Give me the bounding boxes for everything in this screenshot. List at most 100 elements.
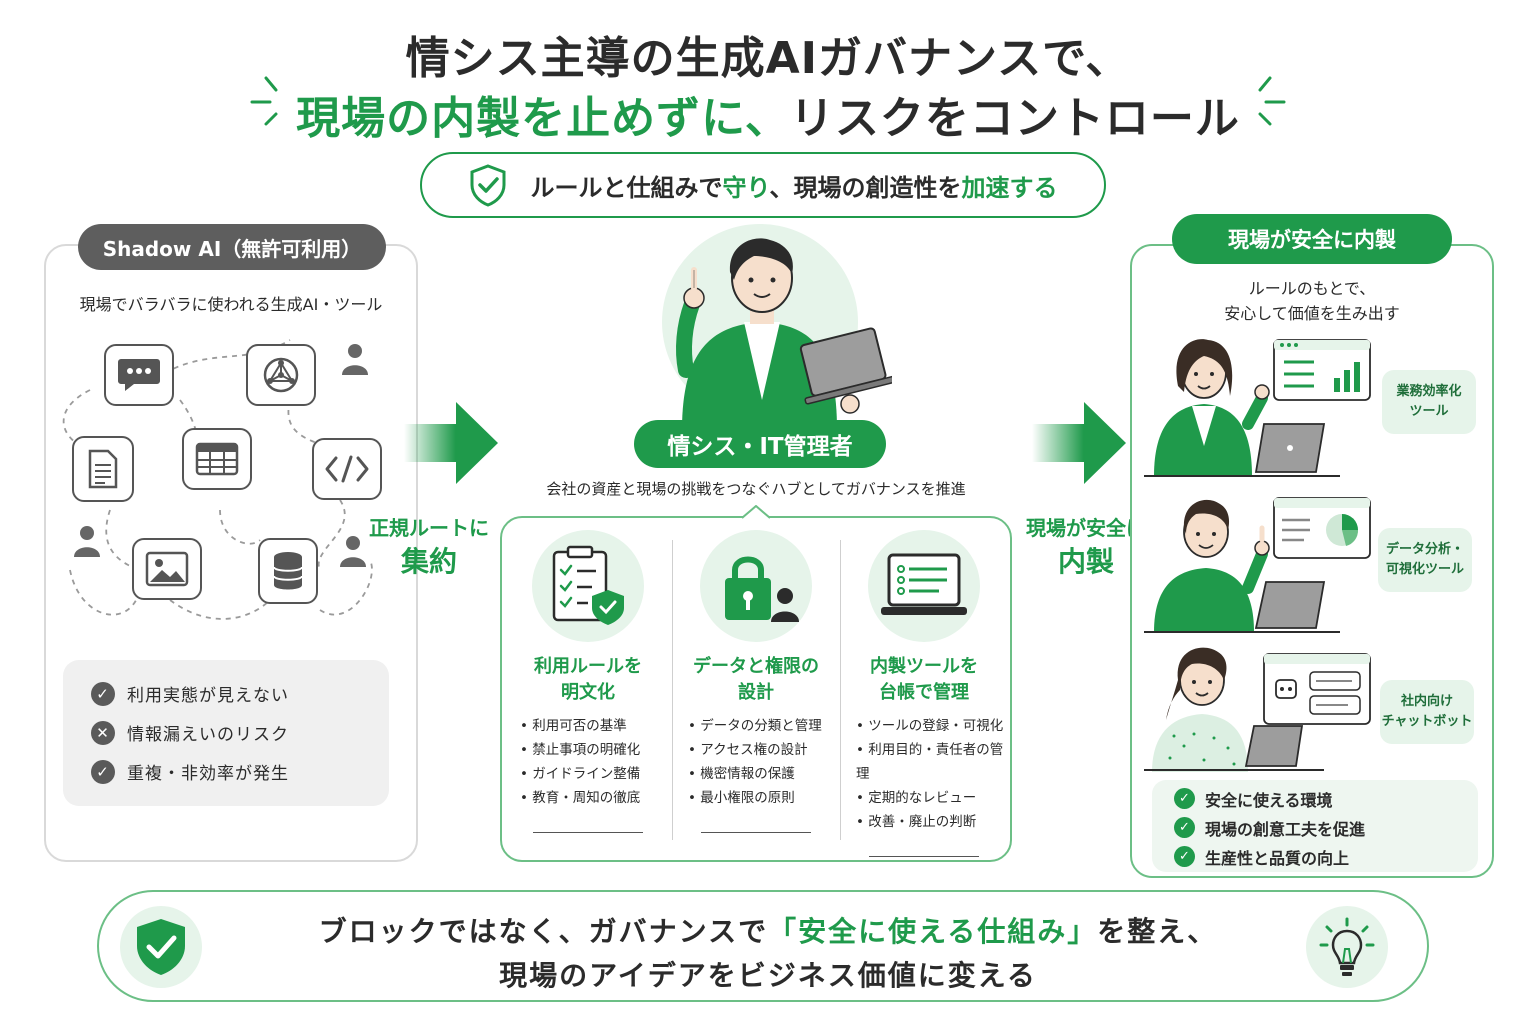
check-circle-icon: ✓ (91, 681, 115, 706)
title-line2-accent: 現場の内製を止めずに、 (296, 93, 790, 144)
data-item: 機密情報の保護 (688, 762, 840, 786)
subtitle-part2: 、現場の創造性を (769, 173, 962, 202)
arrow-right-label2: 内製 (1057, 545, 1114, 578)
registry-title1: 内製ツールを (870, 656, 978, 677)
it-admin-tag: 情シス・IT管理者 (634, 420, 886, 468)
user-icon (74, 526, 100, 557)
issues-list: ✓ 利用実態が見えない ✕ 情報漏えいのリスク ✓ 重複・非効率が発生 (63, 660, 389, 806)
document-tool-icon (72, 436, 134, 502)
rules-item: ガイドライン整備 (520, 762, 672, 786)
rules-item: 利用可否の基準 (520, 714, 672, 738)
benefit-item: ✓ 生産性と品質の向上 (1152, 841, 1478, 870)
bottom-banner (97, 890, 1429, 1002)
issue-item: ✓ 重複・非効率が発生 (63, 752, 389, 791)
data-item: データの分類と管理 (688, 714, 840, 738)
bottom-line1-accent: 「安全に使える仕組み」 (768, 915, 1098, 948)
benefit-item: ✓現場の創意工夫を促進 (1152, 812, 1478, 841)
bottom-line2: 現場のアイデアをビジネス価値に変える (499, 959, 1037, 992)
title-line2: 現場の内製を止めずに、リスクをコントロール (0, 82, 1536, 146)
bubble-line2: ツール (1409, 404, 1449, 419)
subtitle-accent2: 加速する (961, 173, 1058, 202)
chatbot-tool-bubble: 社内向けチャットボット (1380, 680, 1474, 744)
rules-item: 禁止事項の明確化 (520, 738, 672, 762)
check-circle-icon: ✓ (1174, 788, 1195, 809)
benefit-item: ✓安全に使える環境 (1152, 783, 1478, 812)
analytics-tool-bubble: データ分析・可視化ツール (1378, 528, 1472, 592)
column-divider (840, 540, 841, 840)
worker-chatbot-illustration (1144, 647, 1371, 772)
registry-item: 定期的なレビュー (856, 786, 1008, 810)
bottom-line1-part1: ブロックではなく、ガバナンスで (318, 915, 769, 948)
lightbulb-icon (1319, 917, 1375, 976)
arrow-right-icon (1032, 402, 1126, 484)
rules-item: 教育・周知の徹底 (520, 786, 672, 810)
bubble-line2: 可視化ツール (1385, 562, 1464, 577)
spark-right-icon (1258, 76, 1286, 126)
lock-user-icon (725, 556, 799, 622)
bubble-line1: 社内向け (1400, 694, 1453, 709)
bottom-line1-part2: を整え、 (1097, 915, 1218, 948)
column-divider (672, 540, 673, 840)
shadow-ai-tag: Shadow AI（無許可利用） (78, 224, 386, 270)
subtitle-line1: ルールのもとで、 (1248, 279, 1376, 298)
registry-item: 利用目的・責任者の管理 (856, 738, 1008, 786)
arrow-right-icon (404, 402, 498, 484)
issue-label: 利用実態が見えない (127, 686, 289, 706)
rules-title2: 明文化 (561, 682, 615, 703)
laptop-list-icon (881, 553, 967, 615)
data-permissions-circle (700, 530, 812, 642)
check-circle-icon: ✓ (1174, 846, 1195, 867)
bubble-line2: チャットボット (1381, 714, 1473, 729)
bubble-line1: 業務効率化 (1396, 384, 1462, 399)
subtitle-pill: ルールと仕組みで守り、現場の創造性を加速する (420, 152, 1106, 218)
bubble-line1: データ分析・ (1385, 542, 1464, 557)
worker-analytics-illustration (1144, 497, 1371, 633)
rules-title1: 利用ルールを (534, 656, 642, 677)
code-tool-icon (312, 438, 382, 500)
shadow-ai-subtitle: 現場でバラバラに使われる生成AI・ツール (79, 295, 383, 314)
database-tool-icon (258, 538, 318, 604)
image-tool-icon (132, 538, 202, 600)
check-circle-icon: ✓ (1174, 817, 1195, 838)
check-circle-icon: ✓ (91, 759, 115, 784)
safe-development-subtitle: ルールのもとで、 安心して価値を生み出す (1130, 276, 1494, 326)
issue-item: ✓ 利用実態が見えない (63, 674, 389, 713)
benefits-list: ✓安全に使える環境 ✓現場の創意工夫を促進 ✓ 生産性と品質の向上 (1152, 780, 1478, 872)
data-item: 最小権限の原則 (688, 786, 840, 810)
issue-item: ✕ 情報漏えいのリスク (63, 713, 389, 752)
user-icon (340, 536, 366, 567)
underline (701, 832, 811, 833)
network-tool-icon (246, 344, 316, 406)
efficiency-tool-bubble: 業務効率化ツール (1382, 370, 1476, 434)
issue-label: 重複・非効率が発生 (127, 764, 289, 784)
arrow-left-label2: 集約 (400, 545, 457, 578)
arrow-right-label1: 現場が安全に (1026, 516, 1146, 540)
shield-check-icon (137, 919, 185, 975)
rules-circle (532, 530, 644, 642)
data-title2: 設計 (738, 682, 774, 703)
registry-title2: 台帳で管理 (879, 682, 969, 703)
data-title1: データと権限の (693, 656, 819, 677)
user-icon (342, 344, 368, 375)
underline (533, 832, 643, 833)
subtitle-part1: ルールと仕組みで (530, 173, 723, 202)
x-circle-icon: ✕ (91, 720, 115, 745)
it-admin-subtitle: 会社の資産と現場の挑戦をつなぐハブとしてガバナンスを推進 (546, 480, 966, 498)
title-line2-rest: リスクをコントロール (789, 93, 1240, 144)
registry-item: 改善・廃止の判断 (856, 810, 1008, 834)
bottom-line1: ブロックではなく、ガバナンスで「安全に使える仕組み」を整え、 (240, 910, 1296, 950)
arrow-left-label1: 正規ルートに (369, 516, 489, 540)
spark-left-icon (250, 76, 278, 126)
benefit-label: 生産性と品質の向上 (1205, 848, 1350, 868)
safe-development-tag: 現場が安全に内製 (1172, 214, 1452, 264)
issue-label: 情報漏えいのリスク (127, 725, 289, 745)
title-line1: 情シス主導の生成AIガバナンスで、 (405, 33, 1131, 84)
table-tool-icon (182, 428, 252, 490)
clipboard-shield-icon (552, 545, 624, 625)
tool-registry-circle (868, 530, 980, 642)
panel-notch (742, 505, 770, 519)
registry-item: ツールの登録・可視化 (856, 714, 1008, 738)
